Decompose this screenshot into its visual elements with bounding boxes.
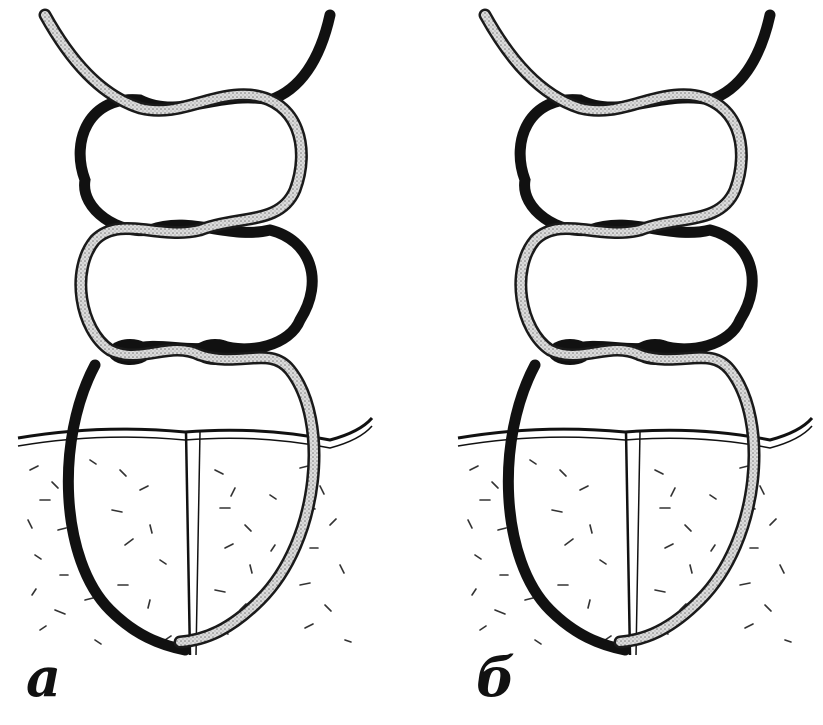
panel-label-a: а (26, 650, 61, 704)
panel-a (18, 15, 372, 655)
panel-label-b: б (476, 650, 515, 704)
panel-b (458, 15, 812, 655)
